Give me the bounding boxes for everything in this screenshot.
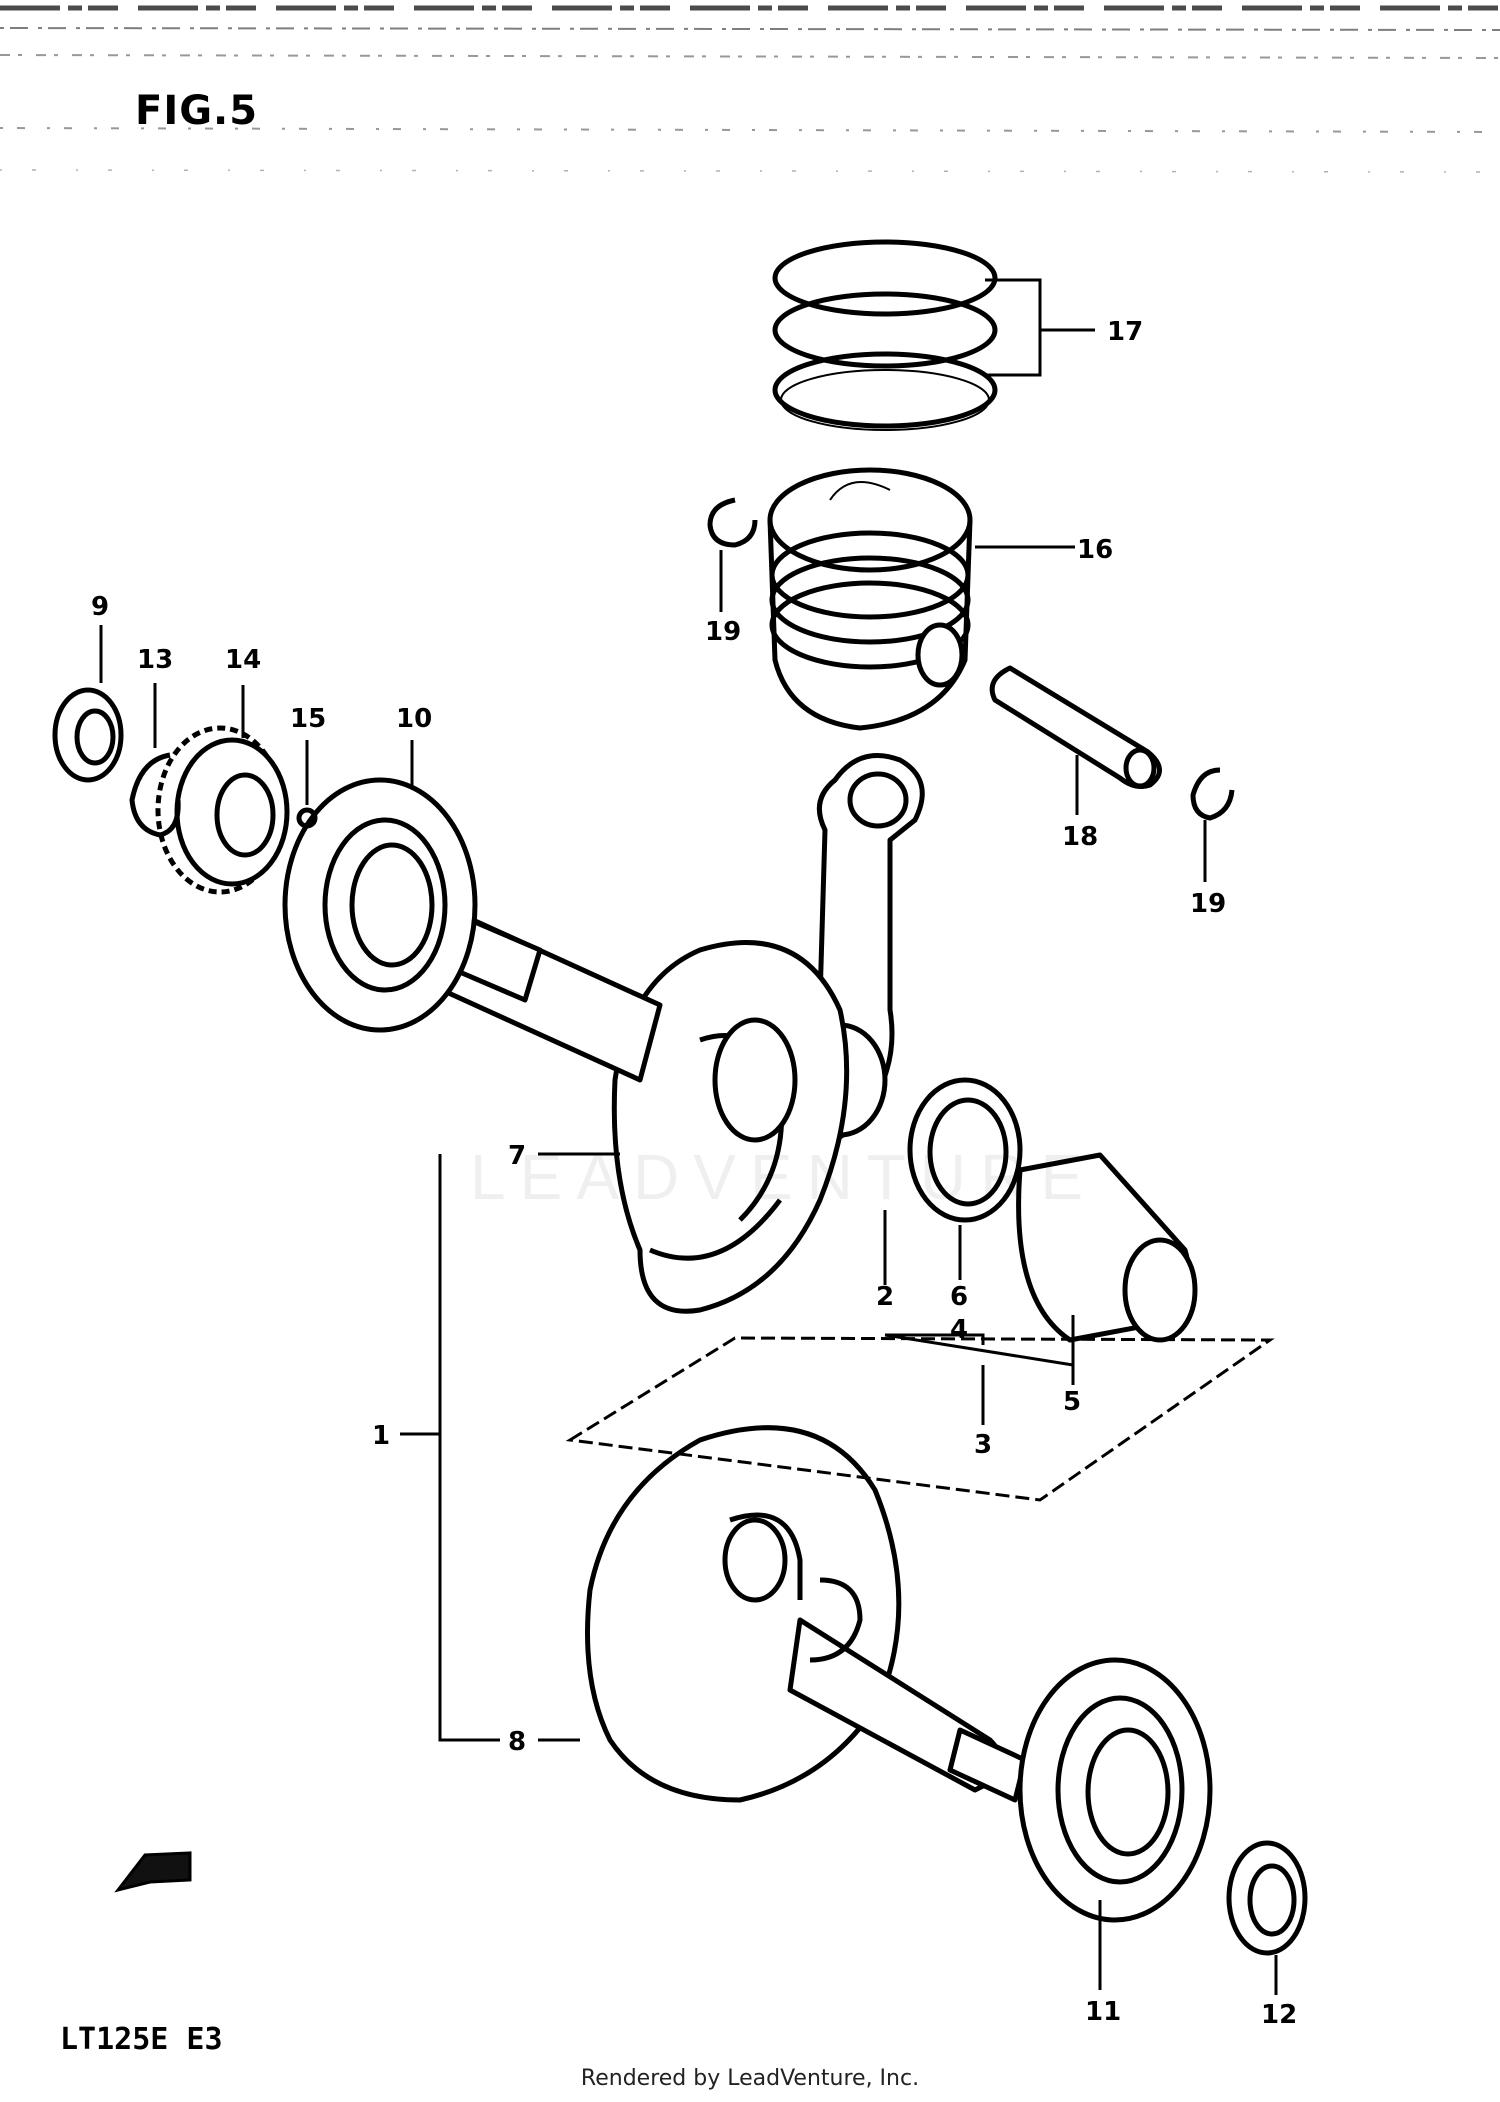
callout-11: 11: [1085, 1997, 1121, 2027]
model-code: LT125E E3: [60, 2022, 223, 2057]
callout-12: 12: [1261, 2000, 1297, 2030]
fwd-arrow-icon: [114, 1851, 192, 1893]
watermark-text: LEADVENTURE: [470, 1141, 1097, 1213]
crank-pin: [1016, 1152, 1198, 1343]
callout-4: 4: [950, 1315, 968, 1345]
primary-drive-gear: [155, 725, 290, 895]
callout-16: 16: [1077, 535, 1113, 565]
piston-pin: [989, 665, 1162, 789]
callout-8: 8: [508, 1727, 526, 1757]
piston-pin-circlip-left: [707, 497, 758, 548]
needle-bearing: [907, 1077, 1023, 1223]
crank-web-left: [585, 1425, 902, 1803]
callout-6: 6: [950, 1282, 968, 1312]
callout-2: 2: [876, 1282, 894, 1312]
piston: [767, 467, 973, 731]
conrod-set-outline: [565, 1336, 1275, 1502]
oil-seal-left: [1226, 1840, 1308, 1956]
callout-5: 5: [1063, 1387, 1081, 1417]
callout-10: 10: [396, 704, 432, 734]
callout-14: 14: [225, 645, 261, 675]
crankshaft-left-shaft: [787, 1577, 1028, 1803]
render-credit: Rendered by LeadVenture, Inc.: [580, 2066, 920, 2091]
callout-19b: 19: [1190, 889, 1226, 919]
callout-18: 18: [1062, 822, 1098, 852]
leader-lines: [99, 278, 1278, 1995]
figure-title: FIG.5: [135, 88, 259, 134]
callout-3: 3: [974, 1430, 992, 1460]
callout-15: 15: [290, 704, 326, 734]
bearing-left: [1017, 1657, 1213, 1923]
callout-19a: 19: [705, 617, 741, 647]
scan-noise: [0, 5, 1500, 173]
callout-labels: 17 16 19 18 19 9 13 14 15 10 7 1 8 2 6 4…: [91, 317, 1297, 2030]
callout-1: 1: [372, 1421, 390, 1451]
crank-web-right: [611, 940, 850, 1314]
circlip: [129, 752, 181, 838]
bearing-right: [282, 777, 478, 1033]
callout-13: 13: [137, 645, 173, 675]
callout-9: 9: [91, 592, 109, 622]
callout-7: 7: [508, 1141, 526, 1171]
piston-pin-circlip-right: [1190, 767, 1235, 821]
callout-17: 17: [1107, 317, 1143, 347]
oil-seal-right: [52, 687, 124, 783]
piston-ring-set: [772, 239, 998, 431]
key: [296, 807, 318, 829]
